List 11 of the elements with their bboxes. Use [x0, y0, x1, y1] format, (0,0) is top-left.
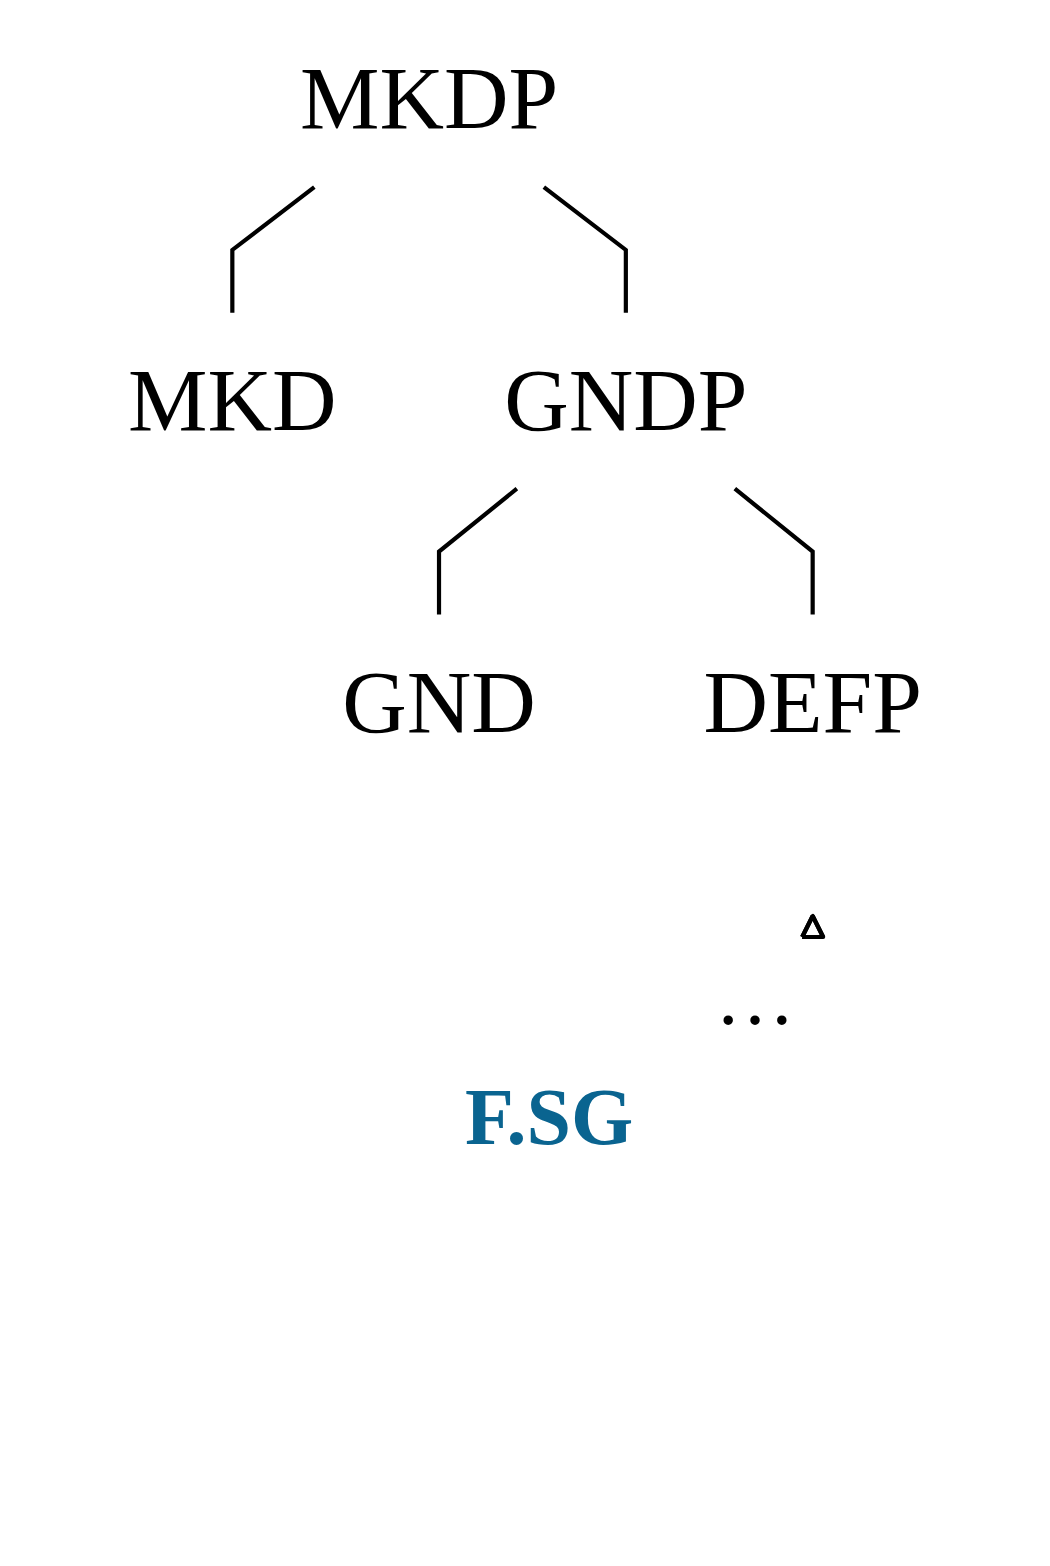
node-text: GND: [342, 652, 536, 752]
node-text: GNDP: [504, 350, 748, 450]
feature-label: F.SG: [465, 1072, 634, 1164]
node-text: MKDP: [299, 48, 559, 149]
connector: [542, 185, 628, 313]
connector: [436, 487, 519, 615]
node-text: MKD: [128, 350, 337, 450]
ellipsis-text: …: [715, 952, 795, 1044]
connector: [733, 487, 815, 615]
connector: [230, 185, 316, 313]
node-text: DEFP: [703, 652, 922, 752]
